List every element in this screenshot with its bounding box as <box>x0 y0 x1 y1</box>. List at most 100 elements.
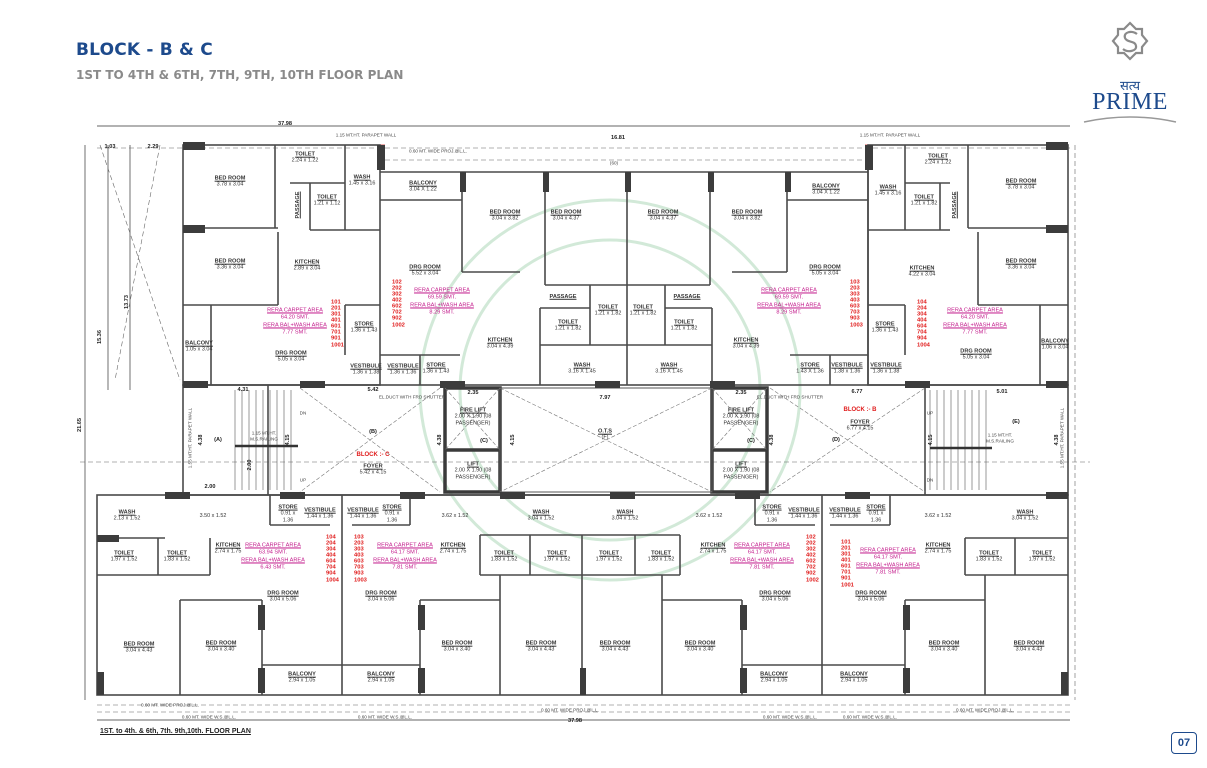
room-dimensions: 3.50 x 1.52 <box>199 512 227 519</box>
rera-carpet: 64.20 SMT. <box>280 314 310 321</box>
room-name: TOILET <box>633 304 653 311</box>
room-name: FOYER <box>363 463 383 470</box>
room-name: BALCONY <box>367 671 395 678</box>
room-name: STORE <box>426 362 446 369</box>
room-name: WASH <box>616 509 634 516</box>
dimension-label: 7.97 <box>599 395 611 401</box>
dimension-label: 2.00 <box>204 484 216 490</box>
drawing-note: 0.60 MT. WIDE PROJ.@L.L. <box>540 707 600 713</box>
room-label: PASSAGE <box>952 192 958 219</box>
room-name: VESTIBULE <box>350 363 382 370</box>
room-name: TOILET <box>295 151 315 158</box>
rera-carpet-label: RERA CARPET AREA <box>245 542 301 549</box>
room-name: TOILET <box>558 319 578 326</box>
room-dimensions: 1.44 x 1.36 <box>349 514 377 521</box>
rera-bal: 6.43 SMT. <box>260 564 286 571</box>
room-dimensions: 3.04 x 4.43 <box>527 647 555 654</box>
core-tag: (C) <box>747 438 755 444</box>
room-dimensions: 3.04 x 4.37 <box>649 216 677 223</box>
rera-bal: 7.77 SMT. <box>282 329 308 336</box>
room-name: BED ROOM <box>525 640 557 647</box>
room-name: KITCHEN <box>733 337 759 344</box>
room-dimensions: 2.74 x 1.75 <box>699 549 727 556</box>
room-name: BED ROOM <box>647 209 679 216</box>
core-tag: (D) <box>832 437 840 443</box>
unit-number: 202 <box>806 540 816 547</box>
core-tag: (C) <box>480 438 488 444</box>
dimension-label: 1.03 <box>104 144 116 150</box>
rera-carpet: 64.17 SMT. <box>390 549 420 556</box>
room-dimensions: 3.04 x 1.52 <box>611 516 639 523</box>
room-name: STORE <box>866 504 886 511</box>
unit-number: 103 <box>850 279 860 286</box>
brand-logo: सत्य PRIME <box>1082 18 1178 123</box>
room-dimensions: 1.97 x 1.52 <box>543 557 571 564</box>
unit-number: 403 <box>850 297 860 304</box>
room-name: TOILET <box>114 550 134 557</box>
unit-number: 704 <box>917 330 927 337</box>
unit-number: 604 <box>917 324 927 330</box>
room-name: VESTIBULE <box>870 362 902 369</box>
room-name: DRG ROOM <box>365 590 397 597</box>
room-dimensions: 2.74 x 1.75 <box>924 549 952 556</box>
room-label: 3.62 x 1.52 <box>925 513 952 519</box>
room-name: BALCONY <box>1041 338 1069 345</box>
drawing-note: 0.60 MT. WIDE W.S.@L.L. <box>842 714 898 720</box>
unit-number: 103 <box>354 534 364 541</box>
room-dimensions: 2.94 x 1.05 <box>288 678 316 685</box>
room-name: WASH <box>1016 509 1034 516</box>
room-name: KITCHEN <box>925 542 951 549</box>
room-name: STORE <box>278 504 298 511</box>
unit-number: 304 <box>917 311 927 318</box>
room-dimensions: 3.04 x 4.39 <box>732 344 760 351</box>
unit-number: 1003 <box>850 322 863 329</box>
unit-number: 402 <box>806 552 816 559</box>
unit-number: 301 <box>331 311 341 318</box>
room-dimensions: 3.62 x 1.52 <box>924 512 952 519</box>
page-subtitle: 1ST TO 4TH & 6TH, 7TH, 9TH, 10TH FLOOR P… <box>76 68 404 82</box>
room-name: PASSAGE <box>294 191 301 219</box>
room-dimensions: 3.04 x 4.43 <box>125 648 153 655</box>
rera-bal: 7.81 SMT. <box>749 564 775 571</box>
room-dimensions: 1.36 x 1.43 <box>422 369 450 376</box>
room-name: O.T.S <box>598 428 612 435</box>
room-dimensions: 3.62 x 1.52 <box>695 512 723 519</box>
room-dimensions: 1.36 x 1.43 <box>350 328 378 335</box>
unit-number: 201 <box>841 545 851 552</box>
room-name: TOILET <box>167 550 187 557</box>
rera-carpet: 69.59 SMT. <box>774 294 804 301</box>
core-tag: (E) <box>1012 419 1020 425</box>
room-name: BED ROOM <box>599 640 631 647</box>
unit-number: 902 <box>806 571 816 578</box>
unit-number: 203 <box>354 540 364 547</box>
unit-number: 302 <box>806 546 816 553</box>
rera-carpet-label: RERA CARPET AREA <box>734 542 790 549</box>
room-name: BED ROOM <box>684 640 716 647</box>
unit-number: 901 <box>841 576 851 583</box>
room-dimensions: 0.91 x 1.36 <box>868 511 884 524</box>
room-dimensions: 1.97 x 1.52 <box>110 557 138 564</box>
room-name: KITCHEN <box>294 259 320 266</box>
